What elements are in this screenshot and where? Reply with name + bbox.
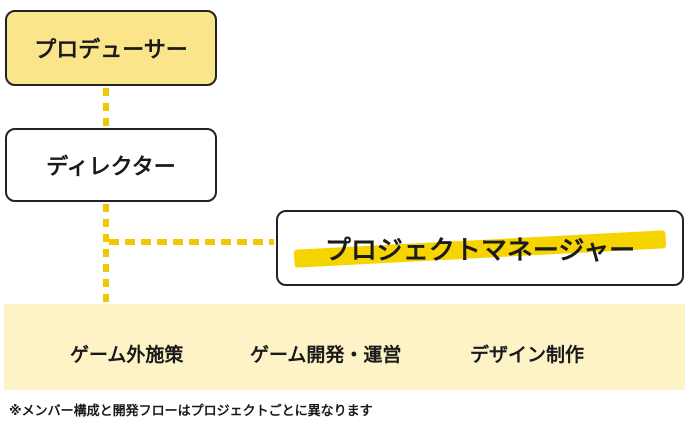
director-label: ディレクター [46, 155, 176, 180]
teams-band [4, 304, 685, 390]
director-box: ディレクター [5, 128, 217, 202]
team-label: ゲーム開発・運営 [250, 344, 402, 366]
connector-to-project-manager [109, 239, 274, 245]
team-label: ゲーム外施策 [70, 344, 184, 366]
project-manager-box: プロジェクトマネージャー [276, 210, 684, 286]
producer-box: プロデューサー [5, 10, 217, 86]
team-label: デザイン制作 [470, 344, 585, 366]
connector-producer-director [103, 88, 109, 126]
producer-label: プロデューサー [34, 38, 188, 63]
project-manager-label: プロジェクトマネージャー [324, 235, 636, 266]
connector-director-teams [103, 204, 109, 304]
footnote: ※メンバー構成と開発フローはプロジェクトごとに異なります [9, 404, 373, 419]
